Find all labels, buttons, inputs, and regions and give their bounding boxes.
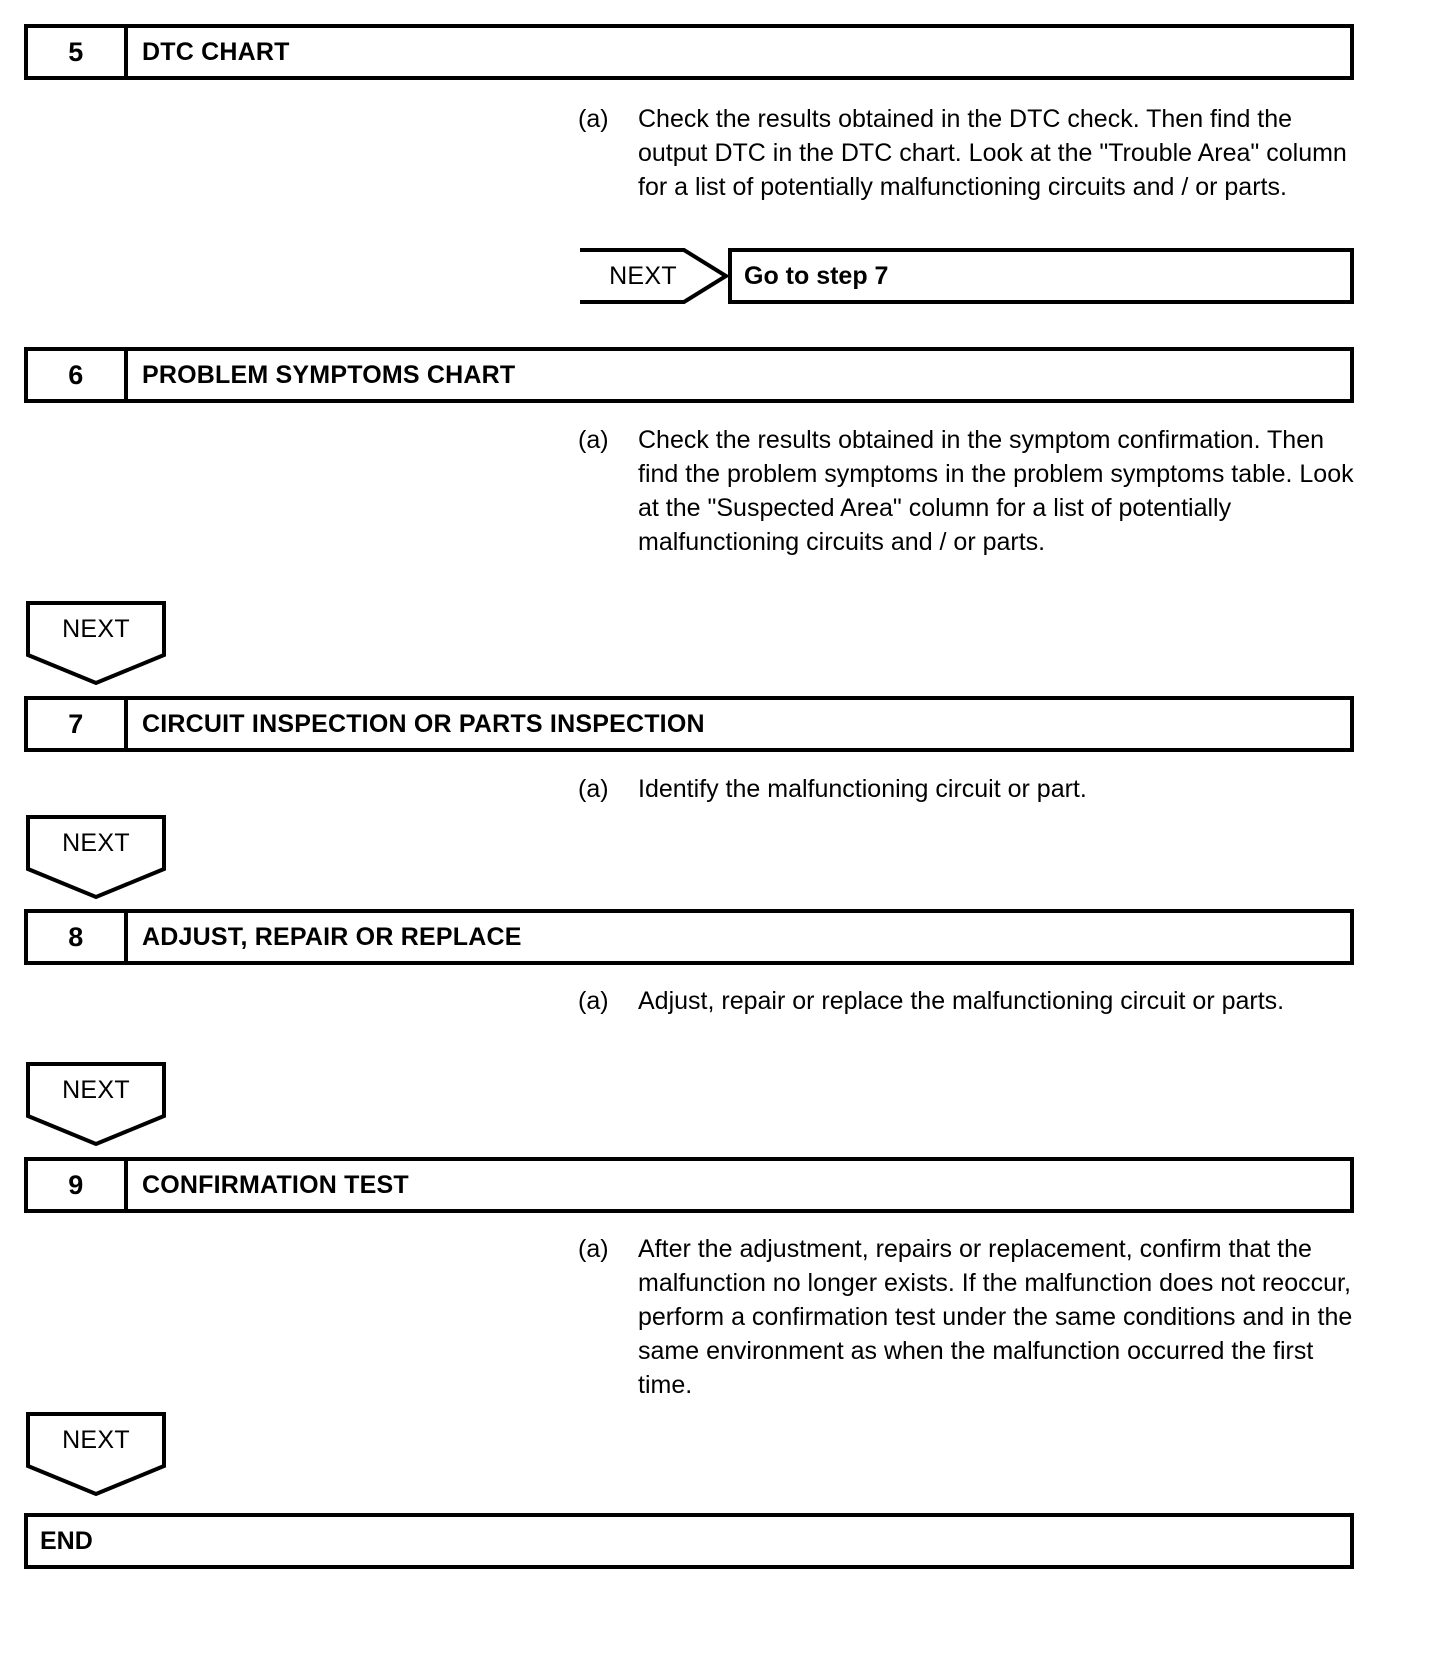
step-title: PROBLEM SYMPTOMS CHART	[142, 360, 516, 389]
instruction-text: Identify the malfunctioning circuit or p…	[638, 775, 1087, 803]
step-title: DTC CHART	[142, 37, 290, 66]
step-header-5: 5 DTC CHART	[24, 24, 1354, 80]
instruction-label: (a)	[578, 987, 609, 1015]
step-title: CIRCUIT INSPECTION OR PARTS INSPECTION	[142, 709, 705, 738]
connector-next-down-7: NEXT	[26, 815, 166, 901]
connector-next-right-5: NEXT Go to step 7	[580, 248, 1354, 304]
step-number: 8	[28, 913, 128, 961]
instruction-text: Check the results obtained in the sympto…	[638, 426, 1354, 556]
instruction-block-5: (a) Check the results obtained in the DT…	[578, 102, 1354, 204]
connector-next-down-9: NEXT	[26, 1412, 166, 1498]
connector-next-down-8: NEXT	[26, 1062, 166, 1148]
step-number: 9	[28, 1161, 128, 1209]
step-number: 6	[28, 351, 128, 399]
instruction-label: (a)	[578, 426, 609, 454]
instruction-text: Check the results obtained in the DTC ch…	[638, 105, 1347, 201]
step-number: 7	[28, 700, 128, 748]
step-header-6: 6 PROBLEM SYMPTOMS CHART	[24, 347, 1354, 403]
step-header-8: 8 ADJUST, REPAIR OR REPLACE	[24, 909, 1354, 965]
next-arrow-right: NEXT	[580, 248, 730, 304]
step-header-7: 7 CIRCUIT INSPECTION OR PARTS INSPECTION	[24, 696, 1354, 752]
step-number: 5	[28, 28, 128, 76]
instruction-text: Adjust, repair or replace the malfunctio…	[638, 987, 1285, 1015]
instruction-block-7: (a) Identify the malfunctioning circuit …	[578, 772, 1354, 806]
instruction-label: (a)	[578, 775, 609, 803]
instruction-block-6: (a) Check the results obtained in the sy…	[578, 423, 1354, 559]
step-title: ADJUST, REPAIR OR REPLACE	[142, 922, 522, 951]
instruction-label: (a)	[578, 1235, 609, 1263]
instruction-block-9: (a) After the adjustment, repairs or rep…	[578, 1232, 1354, 1402]
instruction-block-8: (a) Adjust, repair or replace the malfun…	[578, 984, 1354, 1018]
instruction-label: (a)	[578, 105, 609, 133]
step-header-9: 9 CONFIRMATION TEST	[24, 1157, 1354, 1213]
goto-step-box: Go to step 7	[728, 248, 1354, 304]
end-bar: END	[24, 1513, 1354, 1569]
instruction-text: After the adjustment, repairs or replace…	[638, 1235, 1353, 1399]
step-title: CONFIRMATION TEST	[142, 1170, 409, 1199]
connector-next-down-6: NEXT	[26, 601, 166, 687]
